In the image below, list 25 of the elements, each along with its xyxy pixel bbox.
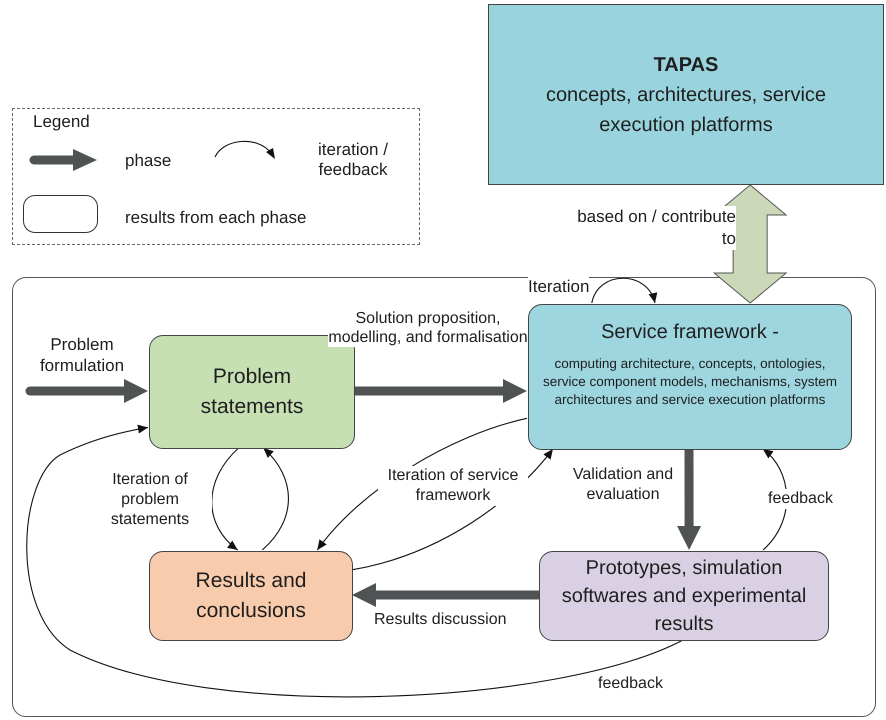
box-description: computing architecture, concepts, ontologies, service component models, mechanisms, system architectures and service execution platforms — [542, 355, 838, 409]
iteration-arrow — [26, 424, 684, 698]
edge-label: Iteration of service framework — [378, 466, 528, 506]
box-description: concepts, architectures, service execution platforms — [544, 82, 828, 138]
phase-box — [528, 304, 852, 450]
legend-title: Legend — [33, 111, 90, 133]
edge-label: Solution proposition, modelling, and formalisation — [328, 309, 528, 347]
concept-box — [488, 4, 884, 185]
box-title: TAPAS — [654, 52, 718, 78]
phase-arrow — [26, 379, 148, 403]
legend-text: phase — [125, 150, 172, 172]
iteration-arrow — [262, 448, 289, 550]
double-block-arrow — [712, 184, 788, 304]
legend-text: results from each phase — [125, 207, 306, 229]
box-title: Service framework - — [601, 320, 779, 345]
box-title: Problem statements — [200, 364, 304, 420]
box-title: Prototypes, simulation softwares and experimental results — [560, 556, 808, 637]
iteration-arrow — [591, 278, 656, 304]
edge-label: feedback — [768, 489, 833, 509]
iteration-arrow — [211, 448, 240, 550]
frame-box — [12, 277, 876, 717]
phase-box — [539, 551, 829, 641]
legend-text: iteration / feedback — [317, 140, 389, 180]
phase-box — [149, 551, 353, 641]
box-title: Results and conclusions — [194, 568, 308, 624]
